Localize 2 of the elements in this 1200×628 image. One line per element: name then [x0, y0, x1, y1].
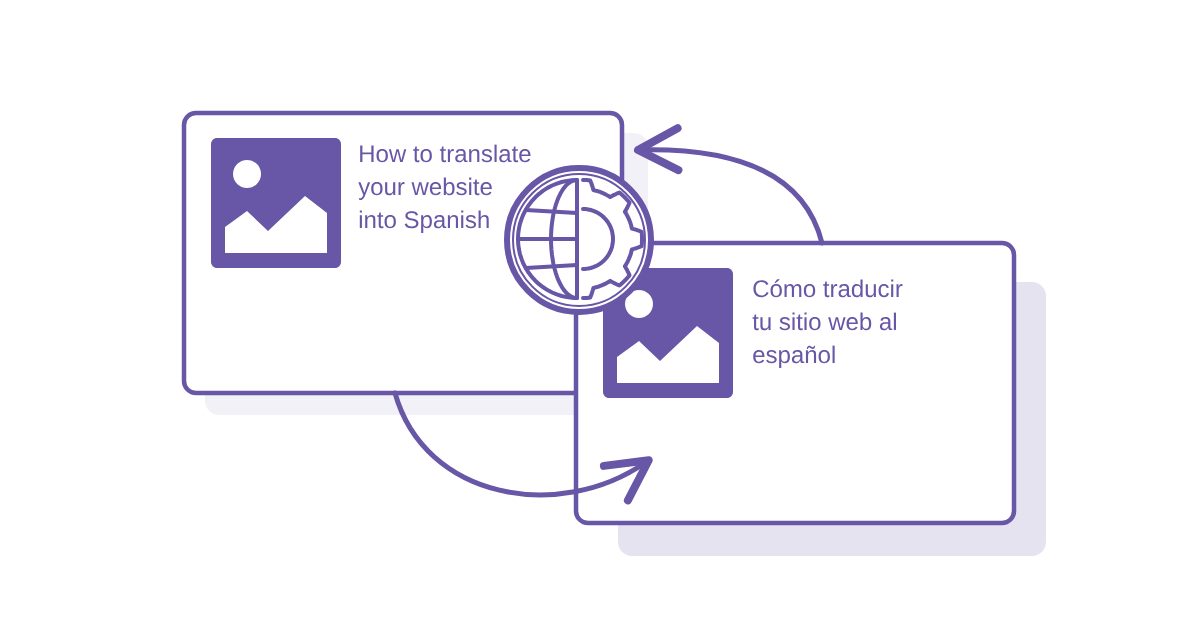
arrow	[634, 124, 825, 246]
arrow	[392, 390, 653, 505]
